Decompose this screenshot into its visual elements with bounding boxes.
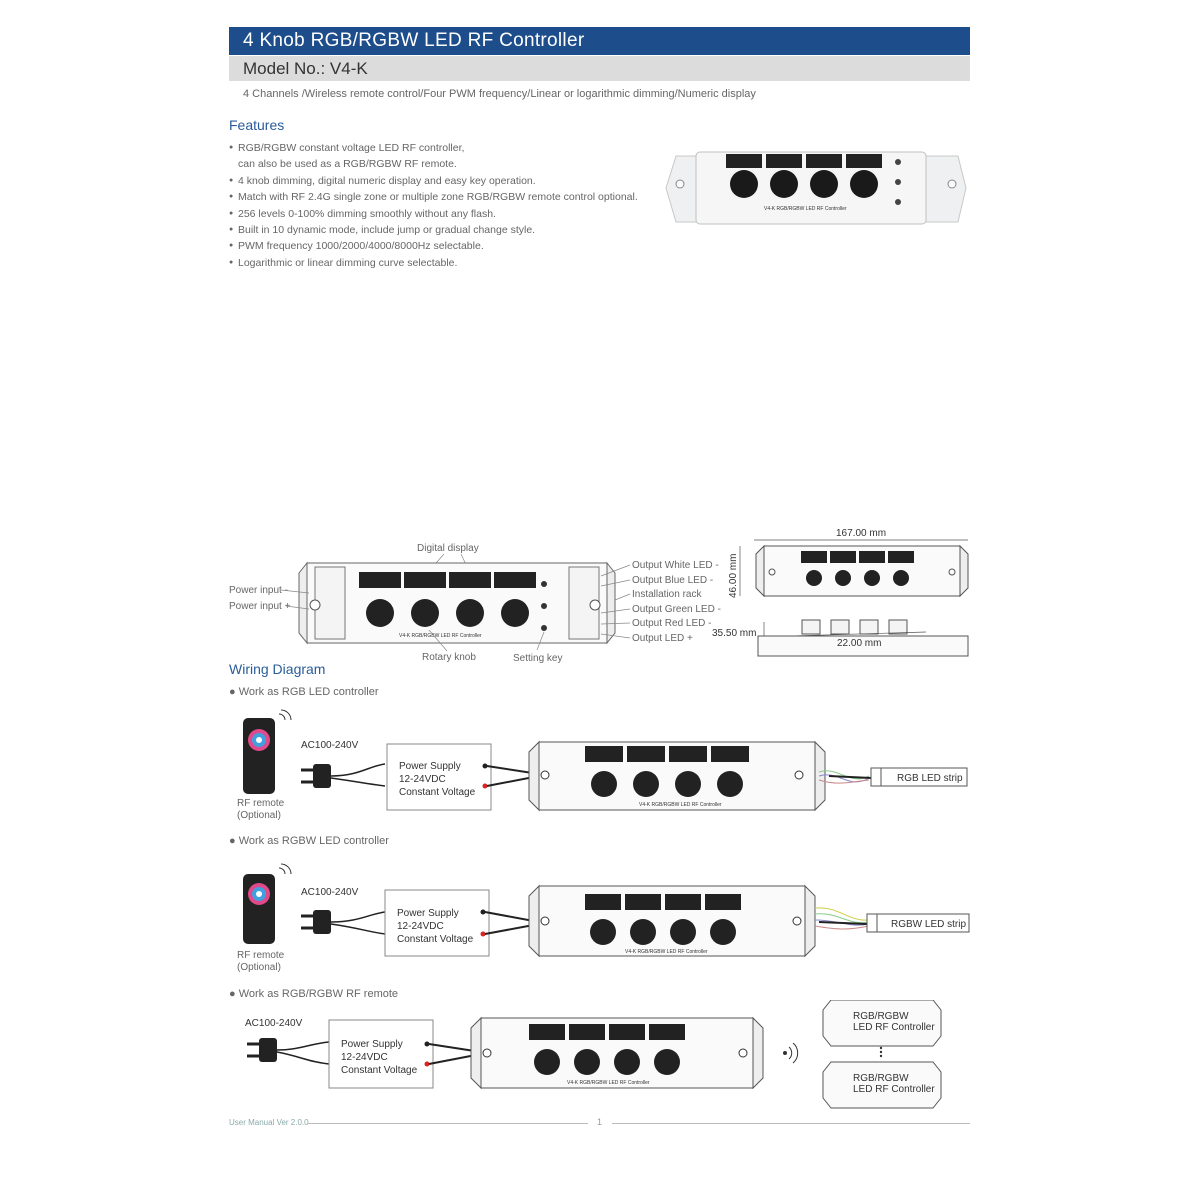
dimension-top-width: 167.00 mm bbox=[836, 528, 886, 539]
rf-remote-icon bbox=[243, 863, 292, 944]
section-rgb-heading: ● Work as RGB LED controller bbox=[229, 686, 379, 698]
psu-line2: 12-24VDC bbox=[397, 921, 444, 932]
receiver-controller-1: RGB/RGBW LED RF Controller bbox=[822, 1000, 942, 1047]
wireless-signal-icon bbox=[783, 1042, 799, 1064]
feature-item: Match with RF 2.4G single zone or multip… bbox=[229, 189, 669, 206]
section-rgb-label: Work as RGB LED controller bbox=[238, 686, 379, 698]
label-output-white: Output White LED - bbox=[632, 560, 719, 571]
plug-icon bbox=[247, 1038, 330, 1065]
feature-item: PWM frequency 1000/2000/4000/8000Hz sele… bbox=[229, 238, 669, 255]
section-remote-label: Work as RGB/RGBW RF remote bbox=[238, 988, 399, 1000]
plug-icon bbox=[301, 763, 386, 788]
rf-remote-label: RF remote bbox=[237, 798, 285, 809]
psu-line1: Power Supply bbox=[399, 761, 461, 772]
model-number: Model No.: V4-K bbox=[229, 56, 970, 81]
panel-device-label: V4-K RGB/RGBW LED RF Controller bbox=[399, 633, 482, 639]
receiver-line2: LED RF Controller bbox=[853, 1022, 935, 1033]
psu-line2: 12-24VDC bbox=[399, 774, 446, 785]
manual-version: User Manual Ver 2.0.0 bbox=[229, 1118, 309, 1127]
receiver-line2: LED RF Controller bbox=[853, 1084, 935, 1095]
dimension-knob-height: 22.00 mm bbox=[837, 638, 881, 649]
product-photo: V4-K RGB/RGBW LED RF Controller bbox=[665, 151, 967, 225]
section-rgbw-heading: ● Work as RGBW LED controller bbox=[229, 835, 389, 847]
footer-divider bbox=[308, 1123, 588, 1124]
panel-diagram: Digital display V4-K RGB/RGBW LED RF Con… bbox=[229, 543, 721, 664]
product-summary: 4 Channels /Wireless remote control/Four… bbox=[243, 88, 756, 100]
wiring-rgbw-diagram: RF remote (Optional) AC100-240V Power Su… bbox=[237, 863, 970, 973]
dimension-depth: 35.50 mm bbox=[712, 628, 756, 639]
label-power-input-plus: Power input + bbox=[229, 601, 291, 612]
psu-line1: Power Supply bbox=[341, 1039, 403, 1050]
feature-item: RGB/RGBW constant voltage LED RF control… bbox=[229, 140, 669, 173]
controller-device: V4-K RGB/RGBW LED RF Controller bbox=[528, 884, 816, 958]
power-supply-box bbox=[386, 743, 492, 811]
label-setting-key: Setting key bbox=[513, 653, 562, 664]
rf-remote-optional: (Optional) bbox=[237, 962, 281, 973]
feature-item: 4 knob dimming, digital numeric display … bbox=[229, 173, 669, 190]
rgb-strip bbox=[880, 767, 968, 787]
plug-icon bbox=[301, 910, 386, 935]
feature-item: 256 levels 0-100% dimming smoothly witho… bbox=[229, 206, 669, 223]
label-output-blue: Output Blue LED - bbox=[632, 575, 713, 586]
psu-line1: Power Supply bbox=[397, 908, 459, 919]
feature-item: Built in 10 dynamic mode, include jump o… bbox=[229, 222, 669, 239]
document-title: 4 Knob RGB/RGBW LED RF Controller bbox=[229, 27, 970, 55]
wiring-rgb-diagram: RF remote (Optional) AC100-240V Power Su… bbox=[237, 709, 968, 821]
features-list: RGB/RGBW constant voltage LED RF control… bbox=[229, 140, 669, 272]
psu-line2: 12-24VDC bbox=[341, 1052, 388, 1063]
label-output-red: Output Red LED - bbox=[632, 618, 711, 629]
controller-device: V4-K RGB/RGBW LED RF Controller bbox=[470, 1016, 764, 1090]
ac-label: AC100-240V bbox=[301, 740, 359, 751]
label-output-green: Output Green LED - bbox=[632, 604, 721, 615]
dimension-height: 46.00 mm bbox=[728, 554, 739, 598]
ac-label: AC100-240V bbox=[245, 1018, 303, 1029]
rf-remote-optional: (Optional) bbox=[237, 810, 281, 821]
ac-label: AC100-240V bbox=[301, 887, 359, 898]
footer-divider bbox=[612, 1123, 970, 1124]
label-power-input-minus: Power input - bbox=[229, 585, 288, 596]
wiring-heading: Wiring Diagram bbox=[229, 661, 326, 677]
wiring-remote-diagram: AC100-240V Power Supply 12-24VDC Constan… bbox=[245, 1000, 942, 1109]
psu-line3: Constant Voltage bbox=[399, 787, 476, 798]
label-rotary-knob: Rotary knob bbox=[422, 652, 476, 663]
psu-line3: Constant Voltage bbox=[397, 934, 474, 945]
label-installation-rack: Installation rack bbox=[632, 589, 702, 600]
controller-label: V4-K RGB/RGBW LED RF Controller bbox=[567, 1080, 650, 1086]
controller-label: V4-K RGB/RGBW LED RF Controller bbox=[625, 949, 708, 955]
label-output-led-plus: Output LED + bbox=[632, 633, 693, 644]
section-remote-heading: ● Work as RGB/RGBW RF remote bbox=[229, 988, 399, 1000]
rgbw-strip bbox=[876, 913, 970, 933]
product-photo-label: V4-K RGB/RGBW LED RF Controller bbox=[764, 206, 847, 212]
dimension-drawing: 167.00 mm 46.00 mm 35.50 mm 22.00 mm bbox=[712, 528, 969, 657]
feature-item: Logarithmic or linear dimming curve sele… bbox=[229, 255, 669, 272]
page-number: 1 bbox=[597, 1117, 603, 1127]
controller-device: V4-K RGB/RGBW LED RF Controller bbox=[528, 740, 826, 812]
controller-label: V4-K RGB/RGBW LED RF Controller bbox=[639, 802, 722, 808]
receiver-controller-2: RGB/RGBW LED RF Controller bbox=[822, 1061, 942, 1109]
section-rgbw-label: Work as RGBW LED controller bbox=[238, 835, 389, 847]
rgb-strip-label: RGB LED strip bbox=[897, 773, 963, 784]
power-supply-box bbox=[384, 889, 490, 957]
receiver-line1: RGB/RGBW bbox=[853, 1011, 909, 1022]
rf-remote-icon bbox=[243, 709, 292, 794]
rgbw-strip-label: RGBW LED strip bbox=[891, 919, 966, 930]
label-digital-display: Digital display bbox=[417, 543, 479, 554]
features-heading: Features bbox=[229, 117, 285, 133]
receiver-line1: RGB/RGBW bbox=[853, 1073, 909, 1084]
psu-line3: Constant Voltage bbox=[341, 1065, 418, 1076]
power-supply-box bbox=[328, 1019, 434, 1089]
rf-remote-label: RF remote bbox=[237, 950, 285, 961]
